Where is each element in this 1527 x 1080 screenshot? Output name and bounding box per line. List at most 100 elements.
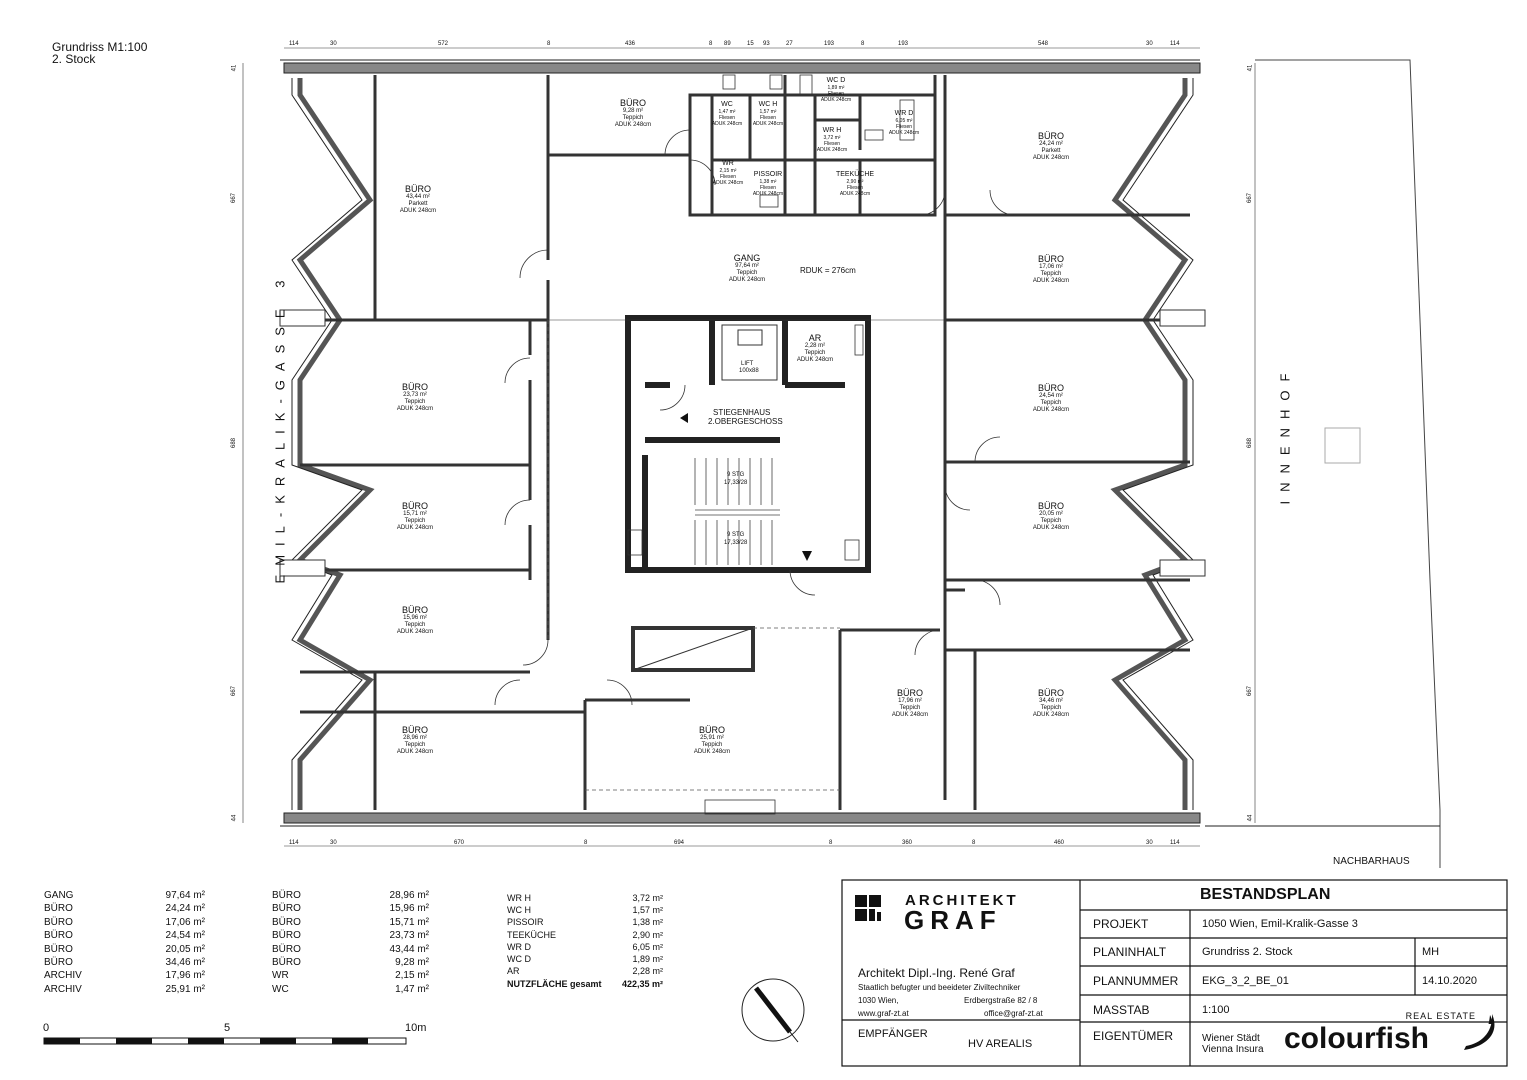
area-row-value: 2,15 m² — [395, 970, 429, 982]
area-row-value: 15,96 m² — [389, 903, 429, 915]
room-name: BÜRO — [1037, 254, 1064, 264]
stairwell-label: STIEGENHAUS — [713, 408, 771, 417]
area-row-name: BÜRO — [44, 943, 73, 955]
area-table-row: AR 2,28 m² — [507, 965, 663, 977]
room-height: ADUK 248cm — [1032, 712, 1070, 718]
dim-label: 688 — [231, 437, 238, 449]
architect-name: Architekt Dipl.-Ing. René Graf — [858, 966, 1015, 980]
room-area: 15,96 m² — [403, 615, 427, 621]
area-table-row: WR 2,15 m² — [272, 969, 429, 982]
room-area: 24,54 m² — [1039, 393, 1063, 399]
room-floor: Fliesen — [718, 115, 736, 121]
area-row-value: 2,90 m² — [632, 929, 663, 940]
room-name: PISSOIR — [753, 171, 783, 178]
room-floor: Fliesen — [759, 185, 777, 191]
dim-label: 89 — [724, 41, 731, 47]
recipient-label: EMPFÄNGER — [858, 1028, 928, 1040]
room-floor: Fliesen — [827, 91, 845, 97]
room-area: 1,89 m² — [827, 85, 845, 91]
room-area: 3,72 m² — [823, 135, 841, 141]
dim-label: 8 — [972, 840, 976, 846]
dim-label: 694 — [674, 840, 685, 846]
dim-label: 8 — [584, 840, 588, 846]
masstab-label: MASSTAB — [1093, 1003, 1150, 1017]
room-area: 28,96 m² — [403, 735, 427, 741]
room-floor: Fliesen — [719, 174, 737, 180]
room-floor: Teppich — [1040, 705, 1062, 711]
room-name: WR D — [894, 110, 914, 117]
room-name: WC — [721, 101, 733, 108]
dim-label: 688 — [1247, 437, 1254, 449]
area-row-value: 2,28 m² — [632, 966, 663, 977]
room-height: ADUK 248cm — [1032, 155, 1070, 161]
recipient-value: HV AREALIS — [968, 1038, 1033, 1050]
dim-label: 30 — [1146, 41, 1153, 47]
eigentuemer-value-2: Vienna Insura — [1202, 1044, 1264, 1055]
room-floor: Teppich — [404, 518, 426, 524]
area-row-value: 23,73 m² — [389, 930, 429, 942]
masstab-value: 1:100 — [1202, 1004, 1230, 1016]
stair-steps-label: 9 STG — [727, 532, 745, 538]
room-floor: Teppich — [404, 742, 426, 748]
planinhalt-value: Grundriss 2. Stock — [1202, 946, 1293, 958]
stair-ratio-label: 17,33/28 — [724, 480, 748, 486]
drawing-title: BESTANDSPLAN — [1200, 886, 1331, 903]
area-row-name: AR — [507, 966, 520, 977]
room-name: TEEKÜCHE — [835, 171, 875, 178]
room-floor: Teppich — [899, 705, 921, 711]
room-name: BÜRO — [401, 382, 428, 392]
area-row-name: WC — [272, 983, 289, 995]
compass-symbol — [741, 978, 805, 1043]
dim-label: 360 — [902, 840, 913, 846]
room-height: ADUK 248cm — [796, 357, 834, 363]
room-floor: Parkett — [1041, 148, 1061, 154]
area-row-value: 24,54 m² — [165, 930, 205, 942]
room-area: 97,64 m² — [735, 263, 759, 269]
room-floor: Teppich — [804, 350, 826, 356]
dim-label: 30 — [330, 41, 337, 47]
area-row-value: 1,38 m² — [632, 917, 663, 928]
room-area: 6,05 m² — [895, 118, 913, 124]
room-area: 24,24 m² — [1039, 141, 1063, 147]
area-row-value: 1,89 m² — [632, 954, 663, 965]
room-name: AR — [808, 333, 822, 343]
area-row-name: WR D — [507, 941, 531, 952]
area-row-value: 28,96 m² — [389, 890, 429, 901]
architect-street: Erdbergstraße 82 / 8 — [964, 996, 1038, 1005]
left-facade — [295, 78, 375, 810]
area-row-name: BÜRO — [272, 957, 301, 969]
room-name: BÜRO — [896, 688, 923, 698]
architect-title: Staatlich befugter und beeideter Zivilte… — [858, 983, 1021, 992]
architect-email[interactable]: office@graf-zt.at — [984, 1009, 1043, 1018]
room-area: 20,05 m² — [1039, 511, 1063, 517]
stairwell-core — [625, 315, 871, 573]
area-row-value: 1,57 m² — [632, 905, 663, 916]
room-floor: Teppich — [736, 270, 758, 276]
plan-title: Grundriss M1:100 — [52, 40, 148, 54]
dim-label: 193 — [898, 41, 909, 47]
room-height: ADUK 248cm — [399, 208, 437, 214]
room-height: ADUK 248cm — [891, 712, 929, 718]
projekt-value: 1050 Wien, Emil-Kralik-Gasse 3 — [1202, 918, 1358, 930]
area-row-name: WR — [272, 970, 289, 982]
room-name: BÜRO — [401, 501, 428, 511]
area-row-name: BÜRO — [44, 903, 73, 915]
architect-website[interactable]: www.graf-zt.at — [858, 1009, 909, 1018]
drafter-initials: MH — [1422, 946, 1440, 958]
room-name: BÜRO — [401, 605, 428, 615]
lift-label: LIFT — [741, 361, 754, 367]
area-row-value: 24,24 m² — [165, 903, 205, 915]
